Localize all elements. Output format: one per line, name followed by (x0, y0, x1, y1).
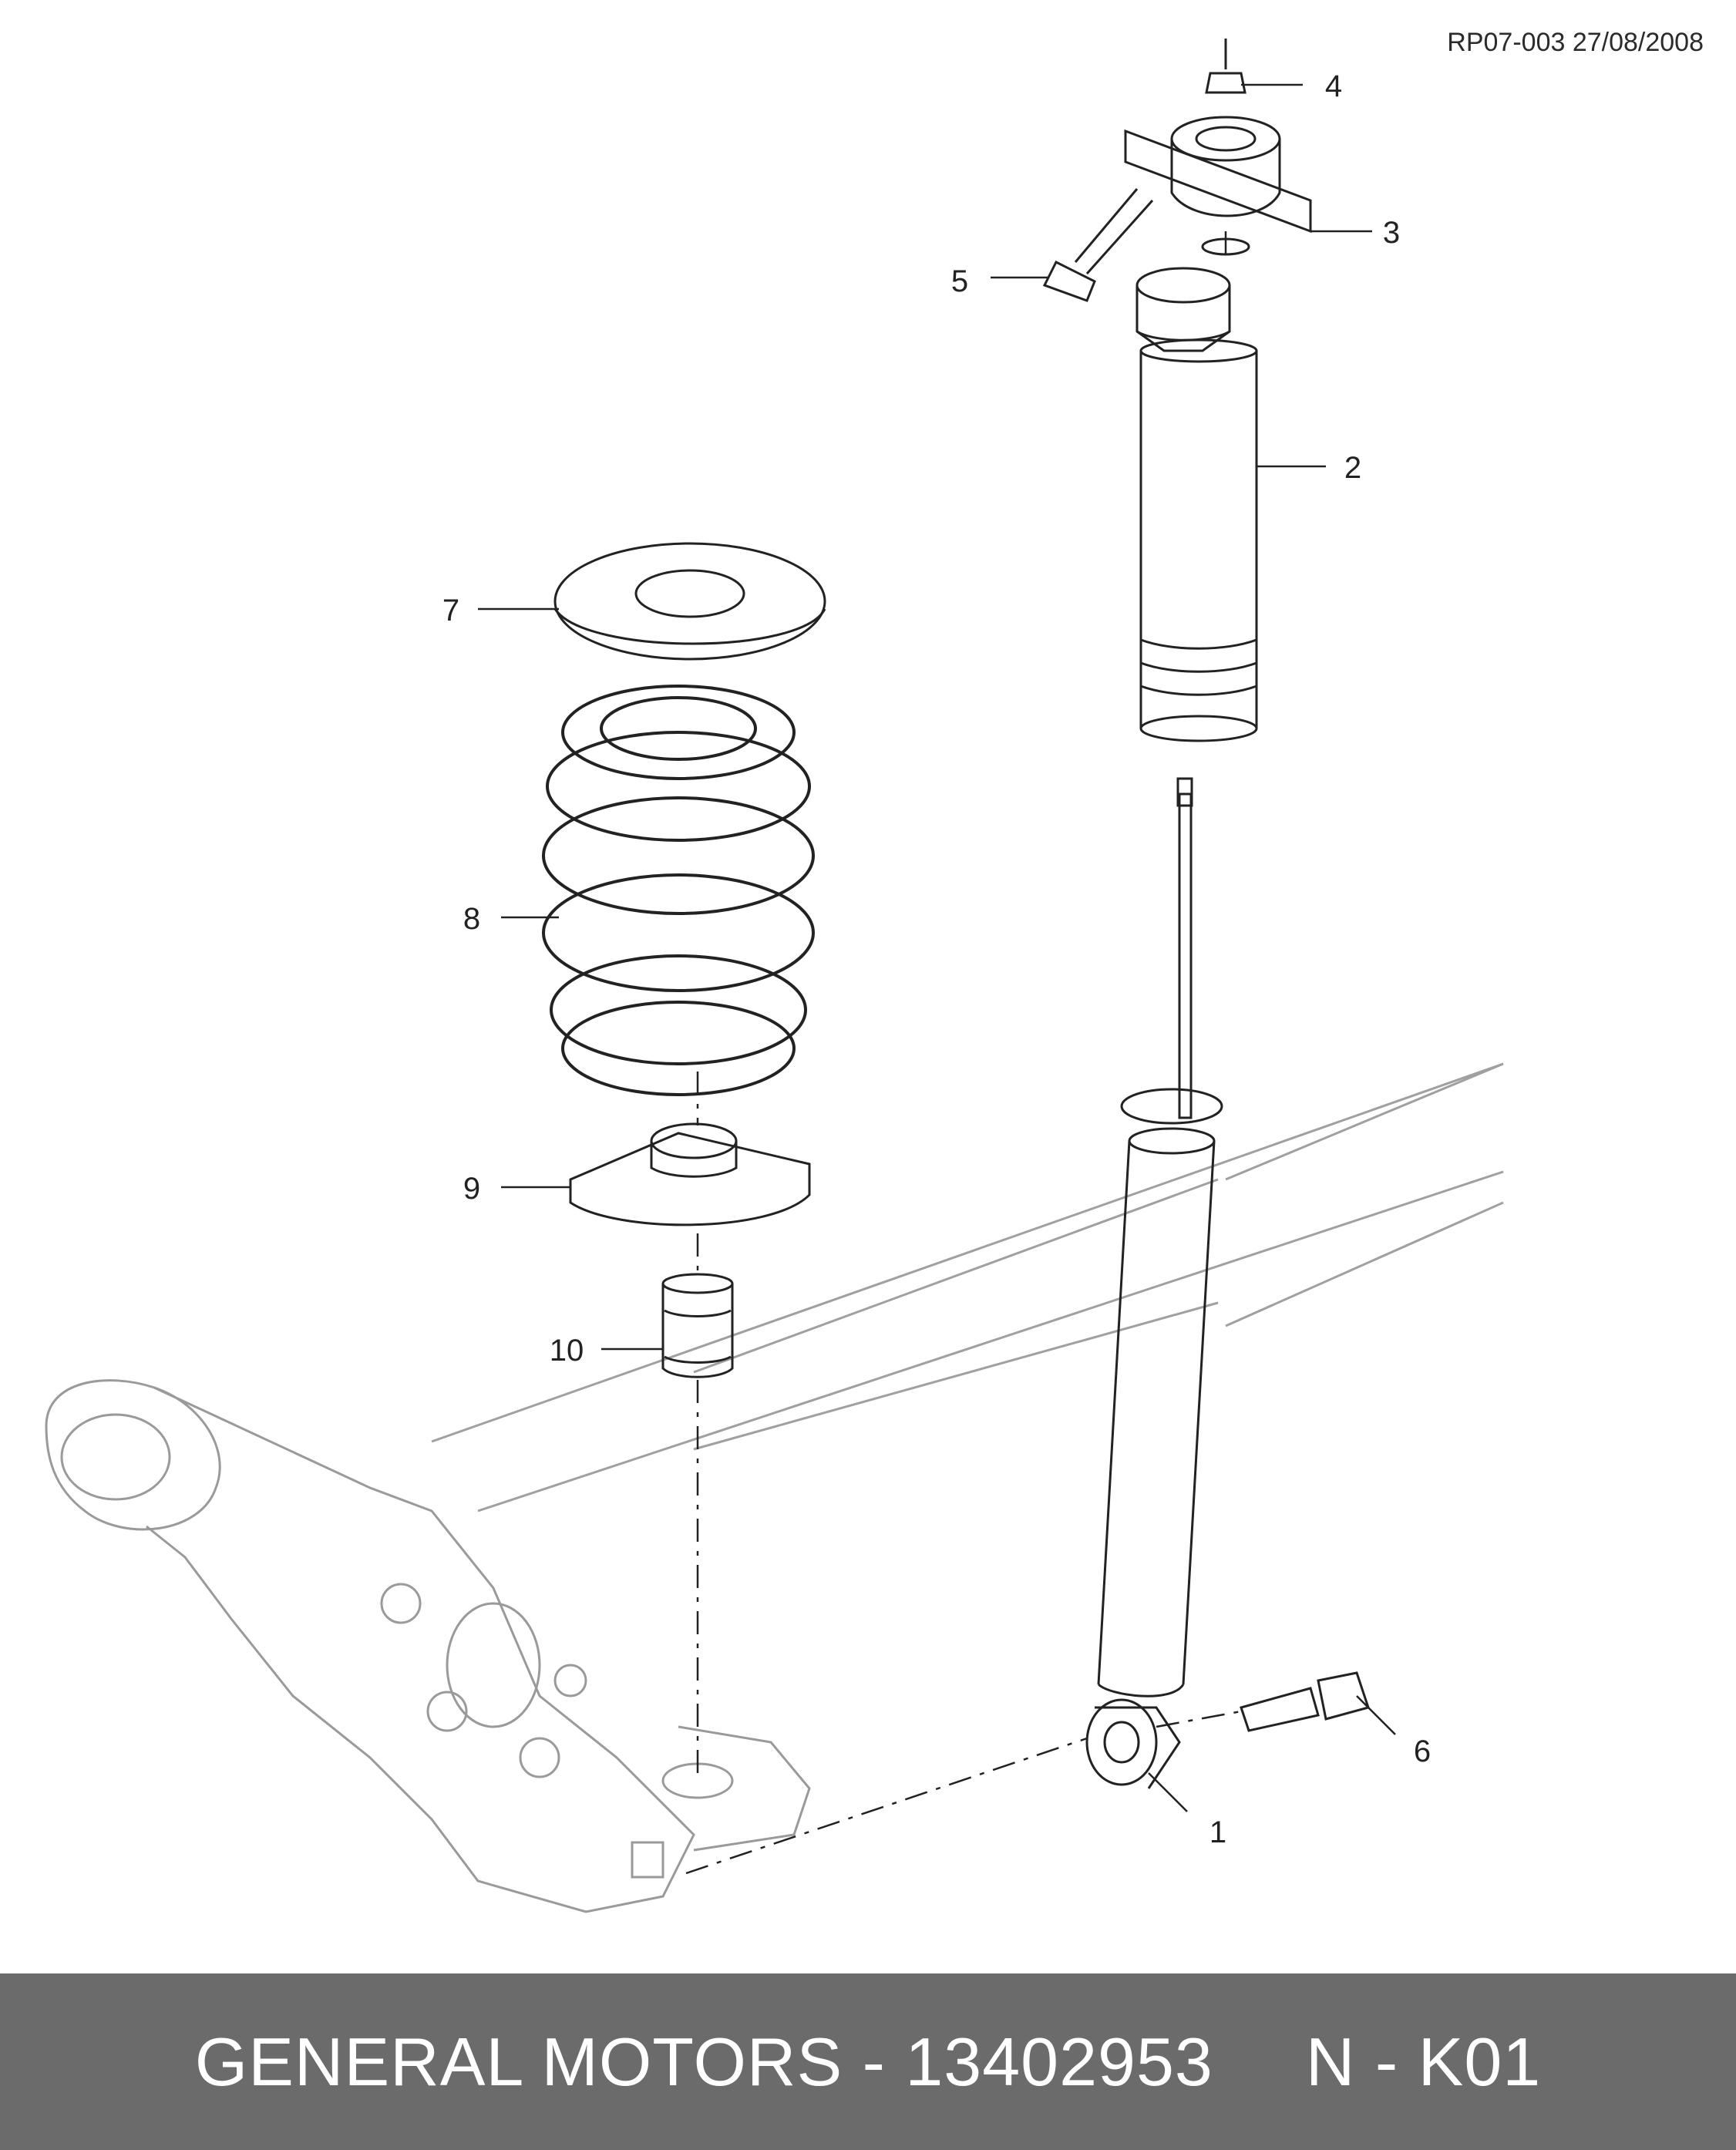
diagram-reference: RP07-003 27/08/2008 (1447, 28, 1704, 57)
top-mount (1124, 116, 1312, 256)
part-title: GENERAL MOTORS - 13402953 (194, 2023, 1213, 2100)
callout-4: 4 (1325, 69, 1342, 103)
dust-boot (1135, 267, 1258, 742)
callout-9: 9 (463, 1172, 480, 1206)
catalog-code: N - K01 (1305, 2023, 1542, 2100)
callout-10: 10 (550, 1334, 584, 1368)
callout-6: 6 (1414, 1734, 1431, 1768)
trailing-arm-knuckle (45, 1379, 811, 1913)
bump-stop (661, 1273, 734, 1378)
lower-spring-seat (569, 1122, 811, 1226)
upper-spring-seat (553, 542, 826, 661)
lower-bolt (1240, 1671, 1370, 1732)
rear-axle-beam (431, 1062, 1504, 1512)
assembly-guide-lines (685, 231, 1242, 1875)
callout-2: 2 (1344, 451, 1361, 485)
callout-1: 1 (1209, 1815, 1226, 1849)
callout-7: 7 (442, 594, 459, 628)
coil-spring (542, 685, 815, 1096)
leader-lines (478, 83, 1396, 1812)
top-nut (1205, 39, 1246, 94)
footer-bar: GENERAL MOTORS - 13402953 N - K01 (0, 1973, 1736, 2150)
callout-8: 8 (463, 902, 480, 936)
shock-absorber (1085, 777, 1223, 1789)
callout-5: 5 (951, 264, 968, 298)
callout-3: 3 (1383, 216, 1400, 250)
suspension-exploded-diagram: 1 2 3 4 5 6 7 8 9 10 (45, 39, 1504, 1913)
